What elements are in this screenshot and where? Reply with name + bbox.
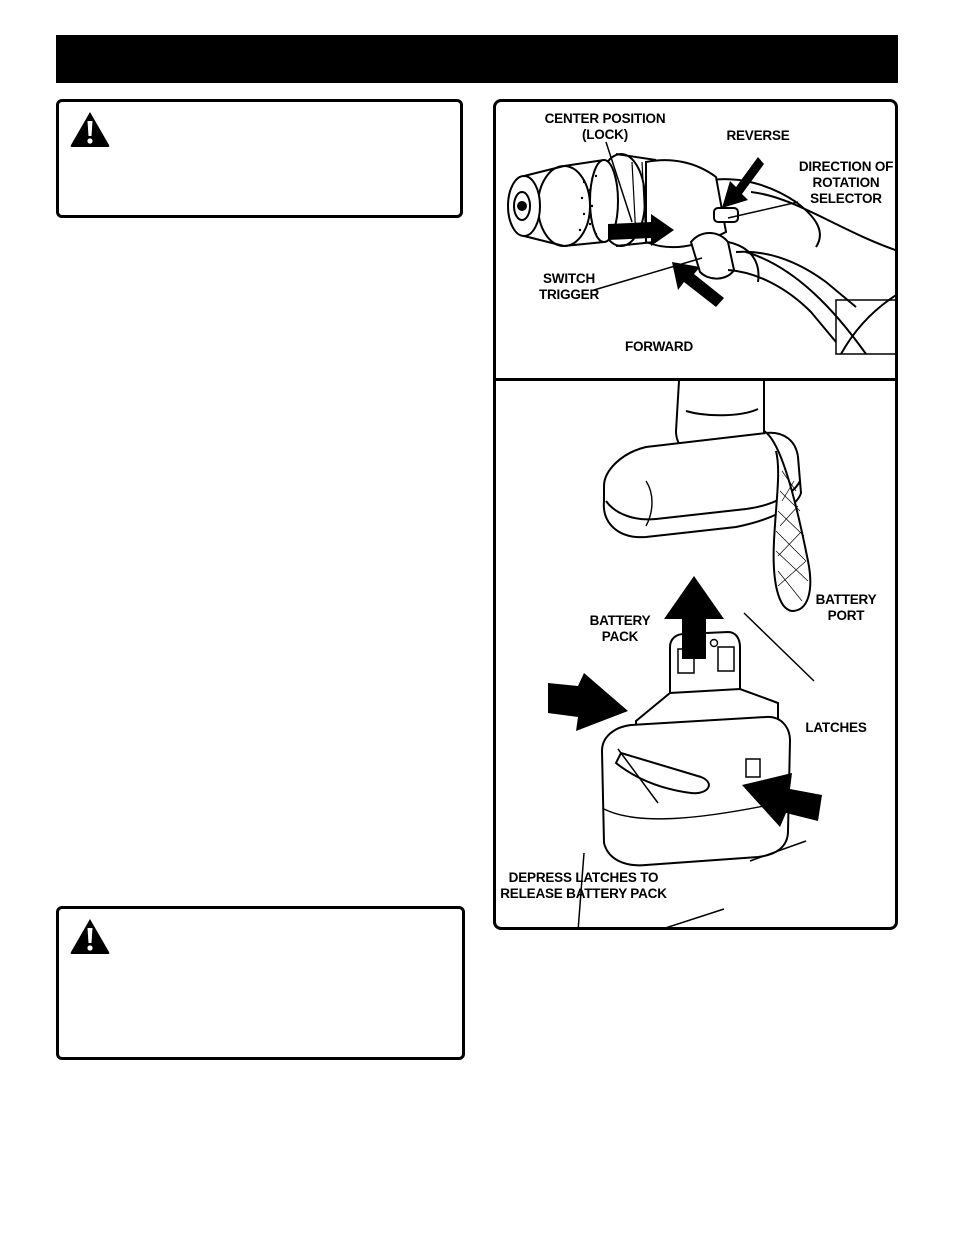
lift-arrow	[664, 576, 724, 659]
label-battery-pack: BATTERY PACK	[589, 613, 651, 644]
label-direction-selector: DIRECTION OF ROTATION SELECTOR	[798, 159, 894, 206]
warning-triangle-icon	[70, 919, 110, 954]
left-latch-arrow	[548, 673, 628, 731]
label-center-position: CENTER POSITION (LOCK)	[544, 111, 666, 142]
figure-panel: CENTER POSITION (LOCK) REVERSE DIRECTION…	[493, 99, 898, 930]
center-lock-arrow	[608, 214, 674, 246]
warning-triangle-icon	[70, 112, 110, 147]
right-latch-arrow	[742, 773, 822, 827]
warning-box-top	[56, 99, 463, 218]
label-battery-port: BATTERY PORT	[815, 592, 877, 623]
drill-direction-illustration	[507, 141, 895, 355]
forward-arrow	[672, 262, 724, 307]
section-header-bar	[56, 35, 898, 83]
reverse-arrow	[722, 157, 764, 208]
battery-removal-illustration	[548, 381, 822, 927]
label-forward: FORWARD	[624, 339, 694, 354]
label-latches: LATCHES	[805, 720, 867, 735]
figure-divider	[496, 378, 895, 381]
label-depress-latches: DEPRESS LATCHES TO RELEASE BATTERY PACK	[500, 870, 667, 901]
warning-box-bottom	[56, 906, 465, 1060]
label-reverse: REVERSE	[726, 128, 790, 143]
label-switch-trigger: SWITCH TRIGGER	[538, 271, 600, 302]
